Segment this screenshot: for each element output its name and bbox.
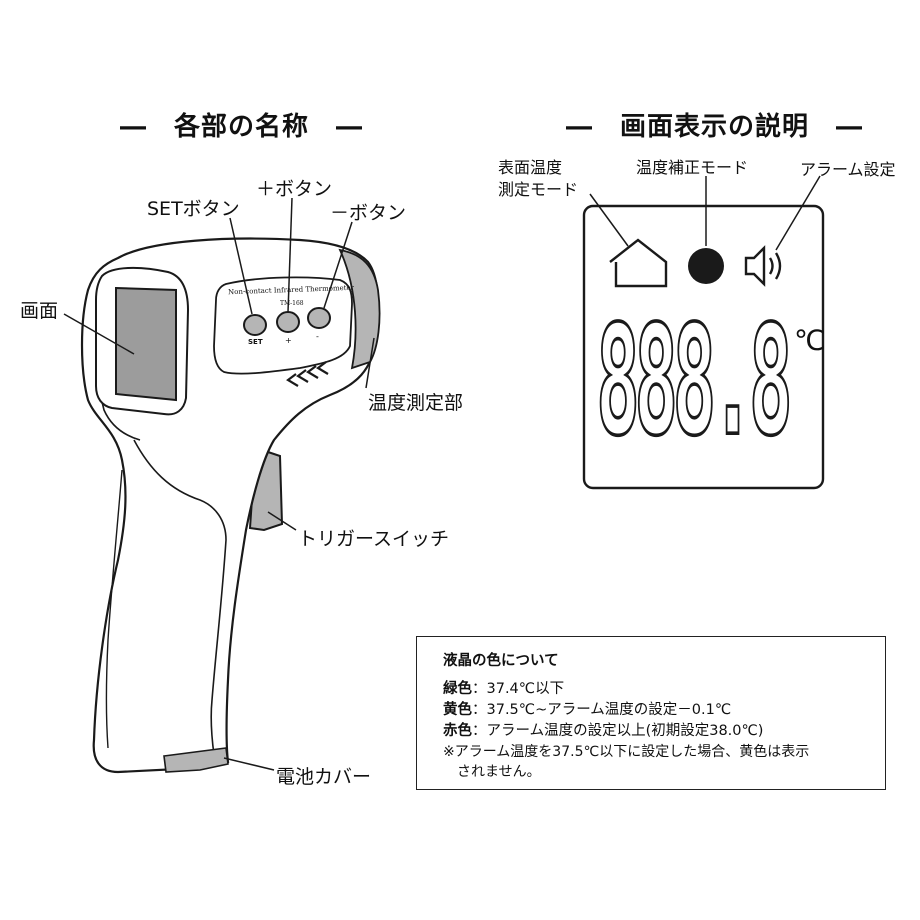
- note-key-yellow: 黄色: [443, 702, 472, 718]
- lcd-unit: ℃: [794, 324, 826, 357]
- note-footnote-line1: ※アラーム温度を37.5℃以下に設定した場合、黄色は表示: [443, 744, 810, 760]
- filled-circle-icon: [688, 248, 724, 284]
- lcd-leader-lines: [589, 175, 821, 251]
- set-button: [243, 314, 267, 336]
- house-icon: [609, 238, 668, 288]
- left-section-title-wrap: ― 各部の名称 ―: [120, 106, 363, 143]
- title-dash-left: ―: [120, 112, 175, 142]
- title-dash-left: ―: [566, 112, 621, 142]
- label-minus-button: －ボタン: [330, 202, 407, 224]
- device-set-label: SET: [248, 338, 263, 346]
- label-battery-cover: 電池カバー: [276, 766, 372, 788]
- note-title: 液晶の色について: [443, 653, 559, 669]
- speaker-icon: [744, 245, 782, 287]
- note-line-green: 緑色：37.4℃以下: [443, 677, 564, 698]
- label-screen: 画面: [20, 300, 59, 322]
- device-plus-label: +: [285, 336, 292, 345]
- label-surface-mode-line1: 表面温度: [498, 158, 563, 177]
- label-set-button: SETボタン: [147, 198, 240, 220]
- right-section-title-wrap: ― 画面表示の説明 ―: [566, 106, 863, 143]
- lcd-digits: 888.8: [595, 292, 794, 470]
- right-section-title: 画面表示の説明: [620, 112, 810, 142]
- label-alarm-setting: アラーム設定: [800, 160, 896, 179]
- note-text-yellow: ：37.5℃~アラーム温度の設定－0.1℃: [472, 702, 732, 718]
- note-line-yellow: 黄色：37.5℃~アラーム温度の設定－0.1℃: [443, 698, 731, 719]
- sensor-head: [338, 248, 381, 370]
- lcd-color-note-box: 液晶の色について 緑色：37.4℃以下 黄色：37.5℃~アラーム温度の設定－0…: [416, 636, 886, 790]
- note-line-red: 赤色：アラーム温度の設定以上(初期設定38.0℃): [443, 719, 763, 740]
- device-minus-label: -: [316, 332, 319, 341]
- leader-lines: [63, 197, 375, 771]
- lcd-screen: [115, 286, 177, 402]
- label-surface-mode-line2: 測定モード: [498, 180, 579, 199]
- label-trigger: トリガースイッチ: [298, 528, 450, 550]
- grip-contour-inner: [105, 469, 123, 749]
- note-key-green: 緑色: [443, 681, 472, 697]
- vent-slots: [286, 361, 329, 387]
- title-dash-right: ―: [309, 112, 364, 142]
- left-section-title: 各部の名称: [174, 112, 310, 142]
- note-text-red: ：アラーム温度の設定以上(初期設定38.0℃): [472, 723, 764, 739]
- label-sensor: 温度測定部: [368, 392, 464, 414]
- note-key-red: 赤色: [443, 723, 472, 739]
- device-model-text: TM-168: [280, 300, 304, 307]
- note-text-green: ：37.4℃以下: [472, 681, 565, 697]
- minus-button: [307, 307, 331, 329]
- title-dash-right: ―: [809, 112, 864, 142]
- battery-cover: [163, 747, 229, 773]
- note-footnote-line2: されません。: [457, 764, 541, 780]
- grip-contour: [133, 439, 227, 756]
- label-plus-button: ＋ボタン: [256, 178, 333, 200]
- label-correction-mode: 温度補正モード: [636, 158, 749, 177]
